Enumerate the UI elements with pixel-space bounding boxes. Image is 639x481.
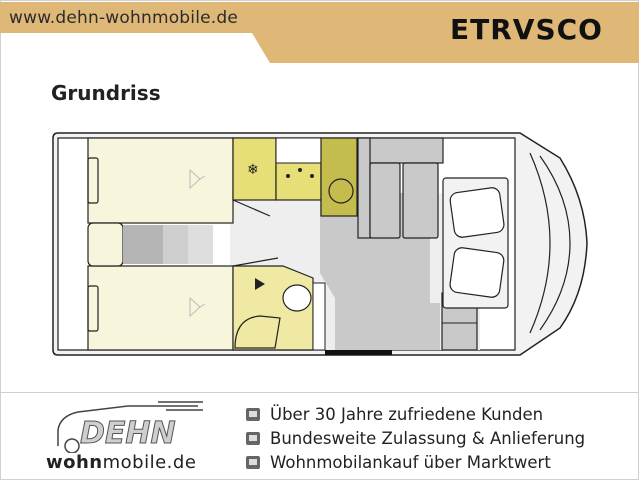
footer (0, 392, 639, 481)
hanger-icon (189, 168, 206, 190)
driver-seat-icon (449, 187, 505, 238)
hanger-icon (189, 296, 206, 318)
sink (320, 137, 358, 217)
fridge (232, 137, 277, 201)
bench-seat (402, 162, 439, 239)
bed-lower (87, 265, 234, 351)
van-logo-icon: DEHN (57, 401, 203, 454)
washbasin-icon (234, 315, 281, 349)
benefit-text: Über 30 Jahre zufriedene Kunden (270, 404, 544, 424)
header-banner: www.dehn-wohnmobile.de ETRVSCO (0, 0, 639, 64)
benefit-item: Über 30 Jahre zufriedene Kunden (246, 402, 585, 426)
bed-upper (87, 137, 234, 224)
page-title: Grundriss (51, 81, 161, 105)
logo-main-text: DEHN (80, 416, 176, 451)
benefit-text: Bundesweite Zulassung & Anlieferung (270, 428, 586, 448)
benefit-text: Wohnmobilankauf über Marktwert (270, 452, 551, 472)
logo-sub-rest: mobile.de (102, 452, 197, 473)
fridge-icon: ❄ (247, 162, 259, 178)
delivery-icon (246, 431, 260, 445)
document-icon (246, 455, 260, 469)
toilet-icon (282, 284, 312, 312)
benefit-item: Bundesweite Zulassung & Anlieferung (246, 426, 585, 450)
bench-seat (369, 162, 401, 239)
certificate-icon (246, 407, 260, 421)
shower-icon (255, 278, 265, 290)
logo-sub-bold: wohn (46, 452, 103, 473)
logo-subtext: wohnmobile.de (46, 452, 196, 473)
brand-logo: ETRVSCO (450, 13, 603, 46)
floorplan: ❄ (52, 132, 588, 356)
sink-icon (328, 178, 354, 204)
dehn-logo[interactable]: DEHN (38, 398, 213, 457)
benefit-item: Wohnmobilankauf über Marktwert (246, 450, 585, 474)
site-url[interactable]: www.dehn-wohnmobile.de (9, 8, 239, 28)
benefits-list: Über 30 Jahre zufriedene Kunden Bundeswe… (246, 402, 585, 474)
entry-door (325, 350, 392, 355)
passenger-seat-icon (449, 247, 505, 298)
banner-shape (0, 2, 639, 63)
